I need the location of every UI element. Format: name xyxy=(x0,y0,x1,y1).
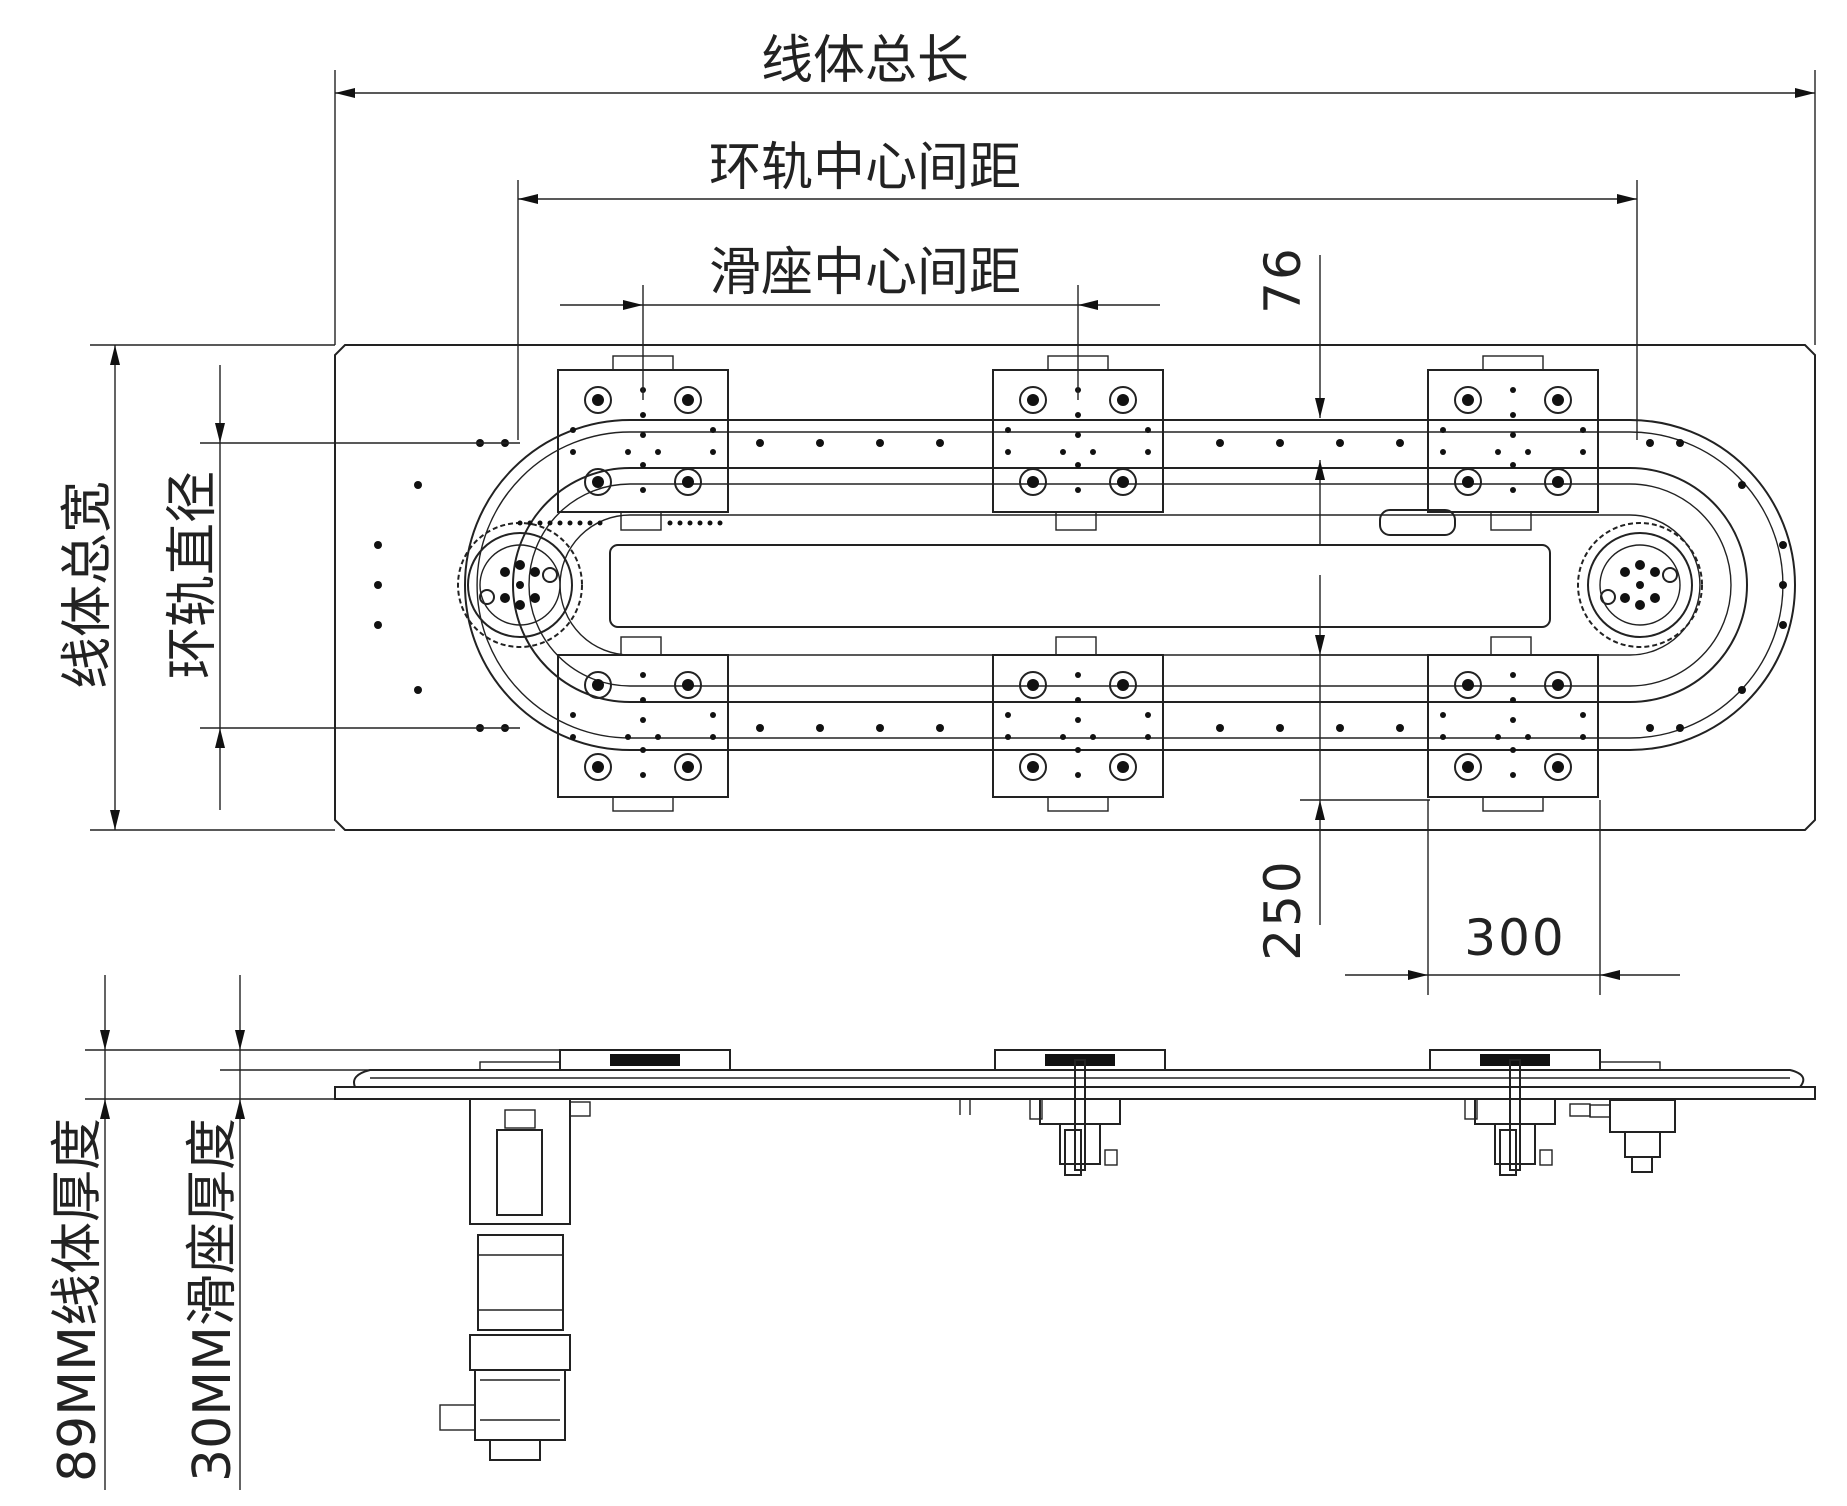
ring-diameter-label: 环轨直径 xyxy=(163,471,223,679)
ring-rail-channel xyxy=(512,467,1748,703)
ring-center-distance-label: 环轨中心间距 xyxy=(709,138,1021,198)
slider-offset-value: 76 xyxy=(1254,246,1312,314)
base-plate xyxy=(334,344,1816,831)
right-drive-unit xyxy=(1589,1099,1676,1173)
hanger-center xyxy=(1029,1059,1121,1176)
slider-width-value: 300 xyxy=(1464,909,1565,967)
hanger-right xyxy=(1464,1059,1591,1176)
slider-block xyxy=(1427,355,1599,531)
total-width-label: 线体总宽 xyxy=(58,481,118,689)
total-length-label: 线体总长 xyxy=(761,31,969,91)
slider-center-distance-label: 滑座中心间距 xyxy=(709,243,1021,303)
ring-rail-channel-inner xyxy=(528,483,1732,687)
slider-block xyxy=(1427,636,1599,812)
slider-gap-value: 250 xyxy=(1254,859,1312,960)
ring-rail-middle xyxy=(476,431,1784,739)
center-bar xyxy=(609,544,1551,628)
line-thickness-label: 89MM线体厚度 xyxy=(48,1118,108,1482)
top-view xyxy=(334,344,1816,831)
right-tab xyxy=(1379,509,1456,536)
chain-dots xyxy=(517,520,723,526)
slider-thickness-label: 30MM滑座厚度 xyxy=(183,1118,243,1482)
ring-rail-inner xyxy=(559,514,1701,656)
left-motor xyxy=(439,1098,591,1461)
slider-block xyxy=(557,636,729,812)
side-view xyxy=(85,975,1816,1490)
slider-block xyxy=(992,636,1164,812)
dimensions-top xyxy=(90,70,1816,995)
slider-blocks xyxy=(557,355,1599,812)
right-sprocket xyxy=(1577,522,1703,648)
ring-rail-outer xyxy=(464,419,1796,751)
rail-holes xyxy=(374,439,1787,732)
